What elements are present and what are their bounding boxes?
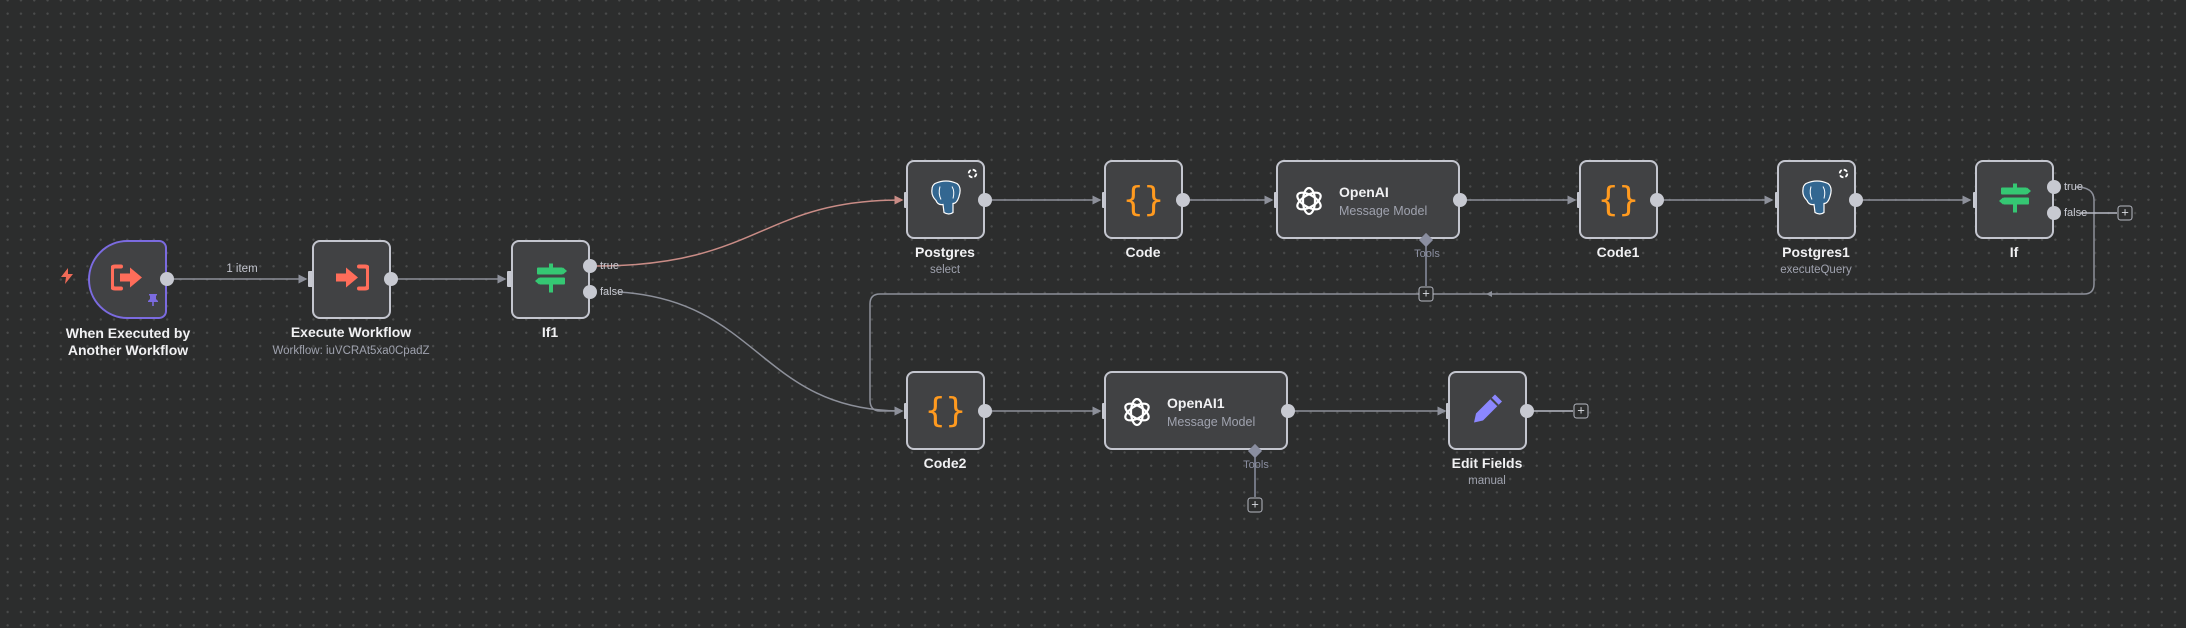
- if1-false-output-handle[interactable]: [583, 285, 597, 299]
- postgres1-output-handle[interactable]: [1849, 193, 1863, 207]
- if1-true-output-handle[interactable]: [583, 259, 597, 273]
- braces-icon: {}: [1598, 179, 1639, 220]
- openai-subtitle: Message Model: [1339, 204, 1428, 218]
- code1-label: Code1: [1596, 244, 1640, 260]
- node-code1[interactable]: {}: [1579, 160, 1658, 239]
- node-when-executed-by-another-workflow[interactable]: [88, 240, 167, 319]
- if-true-label: true: [2064, 181, 2083, 193]
- code2-label: Code2: [923, 455, 967, 471]
- if-false-label: false: [2064, 207, 2088, 219]
- signpost-icon: [534, 261, 567, 298]
- braces-icon: {}: [925, 390, 966, 431]
- edge-if1-false-code2[interactable]: [617, 291, 904, 416]
- openai-icon: [1292, 184, 1326, 223]
- code-label: Code: [1125, 244, 1161, 260]
- node-if1[interactable]: [511, 240, 590, 319]
- if1-input-handle[interactable]: [507, 271, 513, 287]
- node-openai[interactable]: OpenAI Message Model: [1276, 160, 1460, 239]
- if1-label: If1: [541, 324, 559, 340]
- postgres-output-handle[interactable]: [978, 193, 992, 207]
- if1-true-label: true: [600, 260, 619, 272]
- sign-out-icon: [109, 264, 145, 295]
- if1-false-label: false: [600, 286, 624, 298]
- openai-add-tool-button[interactable]: +: [1418, 286, 1434, 302]
- postgres-subtitle: select: [929, 264, 961, 276]
- openai-title: OpenAI: [1339, 184, 1389, 200]
- sub-workflow-ring-icon: [1838, 166, 1849, 184]
- edge-items-count-label: 1 item: [226, 263, 258, 275]
- if-false-output-handle[interactable]: [2047, 206, 2061, 220]
- edge-if1-true-postgres[interactable]: [595, 195, 904, 267]
- postgres-label: Postgres: [915, 244, 975, 260]
- execute-workflow-output-handle[interactable]: [384, 272, 398, 286]
- postgres1-subtitle: executeQuery: [1780, 264, 1852, 276]
- braces-icon: {}: [1123, 179, 1164, 220]
- openai1-title: OpenAI1: [1167, 395, 1225, 411]
- execute-workflow-input-handle[interactable]: [308, 271, 314, 287]
- if-true-output-handle[interactable]: [2047, 180, 2061, 194]
- code2-output-handle[interactable]: [978, 404, 992, 418]
- node-edit-fields[interactable]: [1448, 371, 1527, 450]
- node-postgres[interactable]: [906, 160, 985, 239]
- edit-fields-subtitle: manual: [1468, 475, 1506, 487]
- if-false-add-node-button[interactable]: +: [2117, 205, 2133, 221]
- openai1-output-handle[interactable]: [1281, 404, 1295, 418]
- openai1-subtitle: Message Model: [1167, 415, 1256, 429]
- edit-fields-label: Edit Fields: [1451, 455, 1523, 471]
- sub-workflow-ring-icon: [967, 166, 978, 184]
- code1-output-handle[interactable]: [1650, 193, 1664, 207]
- openai-output-handle[interactable]: [1453, 193, 1467, 207]
- code-output-handle[interactable]: [1176, 193, 1190, 207]
- pencil-icon: [1471, 391, 1505, 430]
- trigger-bolt-icon: [61, 268, 73, 289]
- openai1-tools-label: Tools: [1243, 459, 1269, 471]
- node-execute-workflow[interactable]: [312, 240, 391, 319]
- execute-workflow-label: Execute Workflow: [290, 324, 412, 340]
- node-code2[interactable]: {}: [906, 371, 985, 450]
- node-postgres1[interactable]: [1777, 160, 1856, 239]
- trigger-label-line2: Another Workflow: [67, 342, 189, 358]
- edit-fields-output-handle[interactable]: [1520, 404, 1534, 418]
- execute-workflow-subtitle: Workflow: iuVCRAt5xa0CpadZ: [272, 345, 430, 357]
- trigger-label: When Executed by Another Workflow: [66, 325, 190, 359]
- if-label: If: [2009, 244, 2019, 260]
- openai-icon: [1120, 395, 1154, 434]
- trigger-output-handle[interactable]: [160, 272, 174, 286]
- openai-tools-label: Tools: [1414, 248, 1440, 260]
- signpost-icon: [1998, 181, 2031, 218]
- node-code[interactable]: {}: [1104, 160, 1183, 239]
- trigger-label-line1: When Executed by: [65, 325, 191, 341]
- edge-if-true-loop-code2[interactable]: [869, 186, 2095, 416]
- node-openai1[interactable]: OpenAI1 Message Model: [1104, 371, 1288, 450]
- openai1-add-tool-button[interactable]: +: [1247, 497, 1263, 513]
- pin-icon: [148, 293, 158, 311]
- edit-fields-add-node-button[interactable]: +: [1573, 403, 1589, 419]
- sign-in-icon: [335, 264, 370, 295]
- postgres-elephant-icon: [1800, 179, 1834, 220]
- postgres1-label: Postgres1: [1782, 244, 1850, 260]
- postgres-elephant-icon: [929, 179, 963, 220]
- node-if[interactable]: [1975, 160, 2054, 239]
